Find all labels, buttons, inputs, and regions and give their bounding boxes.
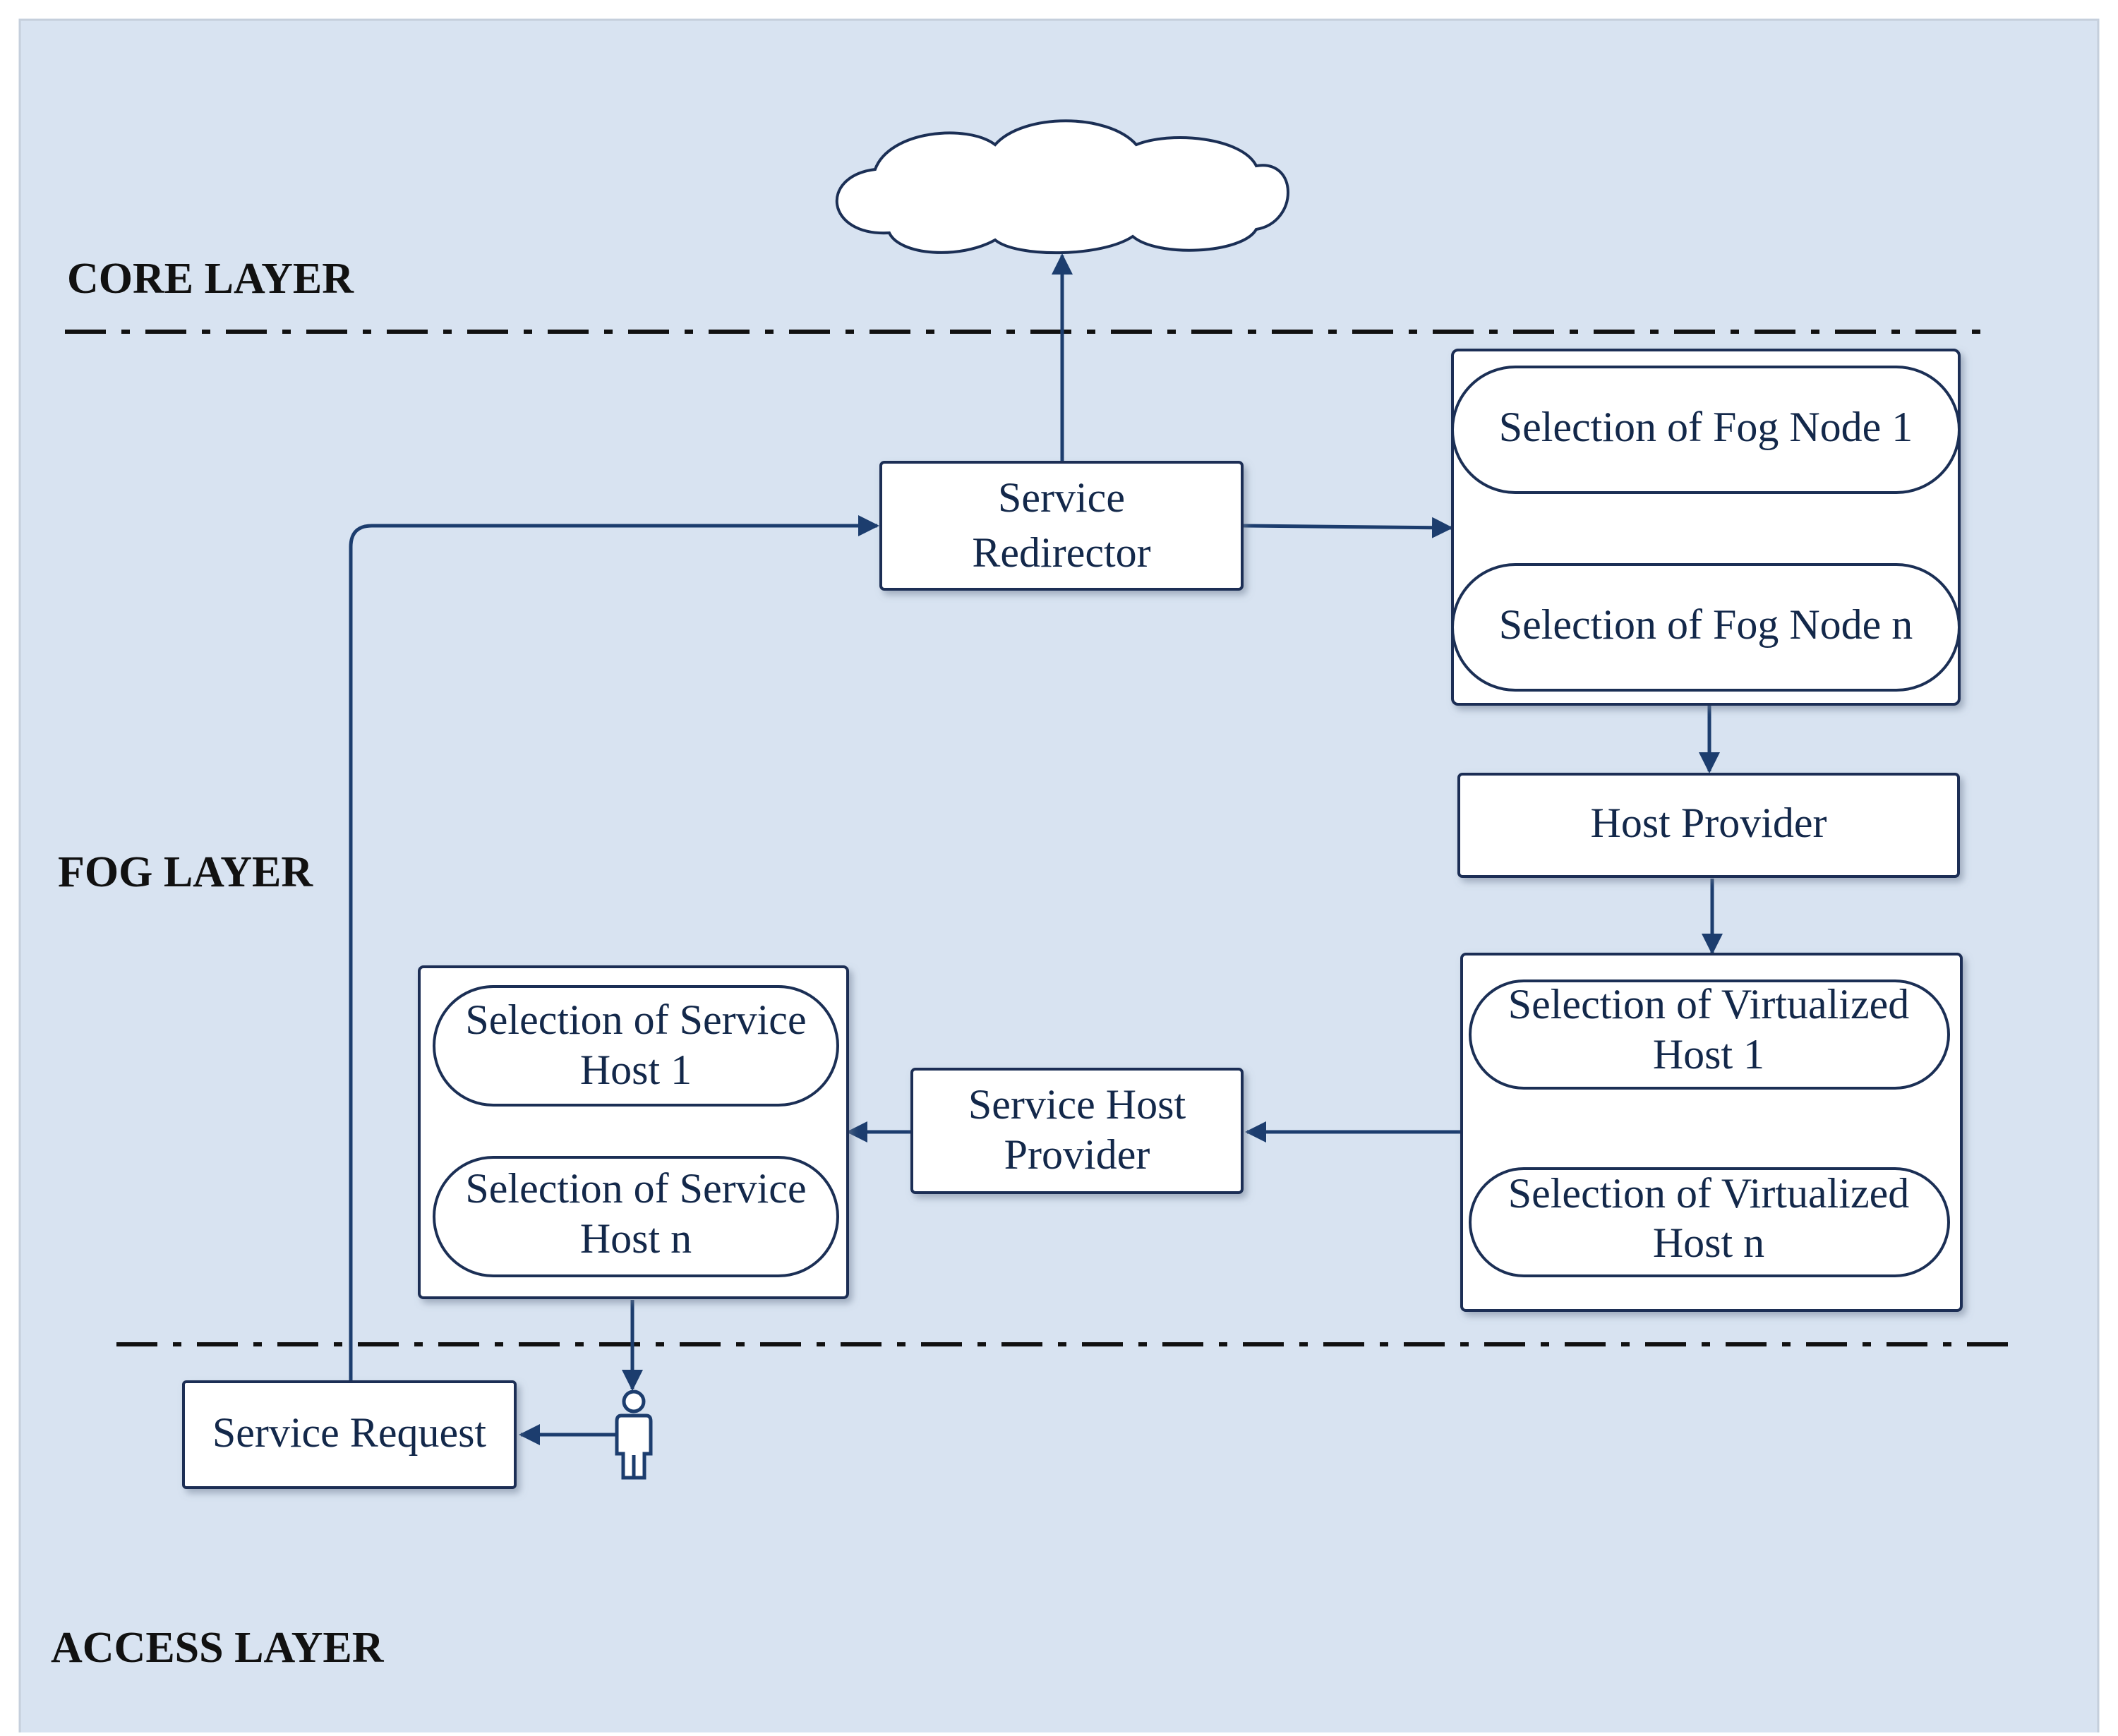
request-to-redirector-arrow [349,515,879,1382]
svg-text:Selection of Fog Node 1: Selection of Fog Node 1 [1499,404,1913,450]
svg-text:Host 1: Host 1 [580,1047,692,1093]
svg-text:Selection of Virtualized: Selection of Virtualized [1508,981,1909,1027]
fog-node-1-pill [1451,366,1961,494]
cloud-icon [835,119,1289,255]
host-provider-node: Host Provider [1457,773,1960,878]
virtualized-host-selection-group: Selection of Virtualized Host 1 Selectio… [1460,953,1963,1312]
svg-text:Host n: Host n [1653,1219,1764,1266]
svg-text:Service: Service [998,474,1125,521]
fog-layer-label: FOG LAYER [58,848,313,896]
fog-node-n-pill [1451,563,1961,692]
svg-text:Provider: Provider [1004,1131,1150,1178]
service-redirector-node: Service Redirector [879,461,1244,591]
fog-node-selection-group: Selection of Fog Node 1 Selection of Fog… [1451,349,1961,706]
svg-text:Service Host: Service Host [968,1081,1186,1128]
svg-text:Host n: Host n [580,1215,692,1262]
svg-text:Selection of Service: Selection of Service [465,996,806,1043]
virtualized-host-1-pill [1469,979,1950,1090]
redirector-to-fognode-arrow [1243,517,1453,538]
core-layer-label: CORE LAYER [67,255,354,303]
svg-text:Redirector: Redirector [972,529,1150,576]
svg-text:Host 1: Host 1 [1653,1031,1764,1078]
virtualized-host-n-pill [1469,1167,1950,1277]
svg-text:Selection of Service: Selection of Service [465,1165,806,1212]
service-host-selection-group: Selection of Service Host 1 Selection of… [418,965,849,1299]
user-icon [615,1390,653,1480]
access-layer-label: ACCESS LAYER [51,1624,385,1672]
service-request-node: Service Request [182,1380,517,1489]
svg-text:Selection of Virtualized: Selection of Virtualized [1508,1170,1909,1217]
service-host-1-pill [433,985,839,1107]
service-host-provider-node: Service Host Provider [910,1068,1244,1194]
svg-text:Service Request: Service Request [212,1409,487,1456]
service-host-n-pill [433,1156,839,1277]
svg-text:Host Provider: Host Provider [1591,800,1827,846]
svg-text:Selection of Fog Node n: Selection of Fog Node n [1499,601,1913,648]
